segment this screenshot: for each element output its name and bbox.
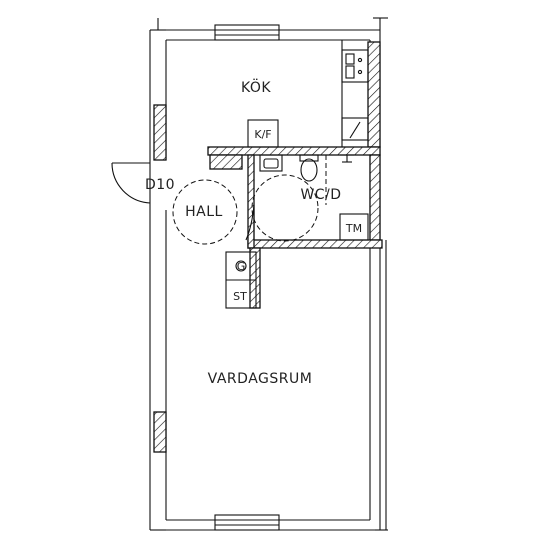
fridge-freezer-box	[247, 119, 279, 148]
toilet	[299, 154, 319, 182]
closet-g-label: G	[237, 260, 246, 273]
kitchen-right-wall-hatch	[367, 41, 381, 148]
window-top	[214, 24, 280, 41]
dryer-box	[339, 213, 369, 241]
left-wall-hatch-lower	[153, 411, 167, 453]
bath-turning-circle	[251, 174, 319, 242]
shower-valve	[340, 154, 354, 163]
bath-door-swing	[245, 204, 255, 241]
outer-walls	[149, 29, 387, 531]
room-label-hall: HALL	[185, 204, 223, 220]
door-code-label: D10	[145, 177, 175, 193]
fridge-freezer-label: K/F	[254, 128, 271, 141]
dryer-label: TM	[345, 222, 362, 235]
window-bottom	[214, 514, 280, 531]
kitchen-counter	[341, 40, 369, 147]
hall-turning-circle	[172, 179, 238, 245]
bath-top-wall-hatch	[207, 146, 381, 156]
room-label-wc: WC/D	[300, 187, 341, 203]
room-label-living: VARDAGSRUM	[208, 371, 313, 387]
closet-wall-hatch	[249, 247, 261, 309]
closet	[225, 251, 257, 309]
bath-bottom-wall-hatch	[247, 239, 383, 249]
room-label-kitchen: KÖK	[241, 78, 271, 96]
closet-st-label: ST	[233, 290, 247, 303]
left-wall-hatch-upper	[153, 104, 167, 161]
washbasin	[259, 154, 283, 172]
hall-wardrobe	[209, 154, 243, 170]
bath-left-wall-hatch	[247, 154, 255, 249]
bath-right-wall-hatch	[369, 154, 381, 241]
entrance-door	[111, 160, 151, 205]
